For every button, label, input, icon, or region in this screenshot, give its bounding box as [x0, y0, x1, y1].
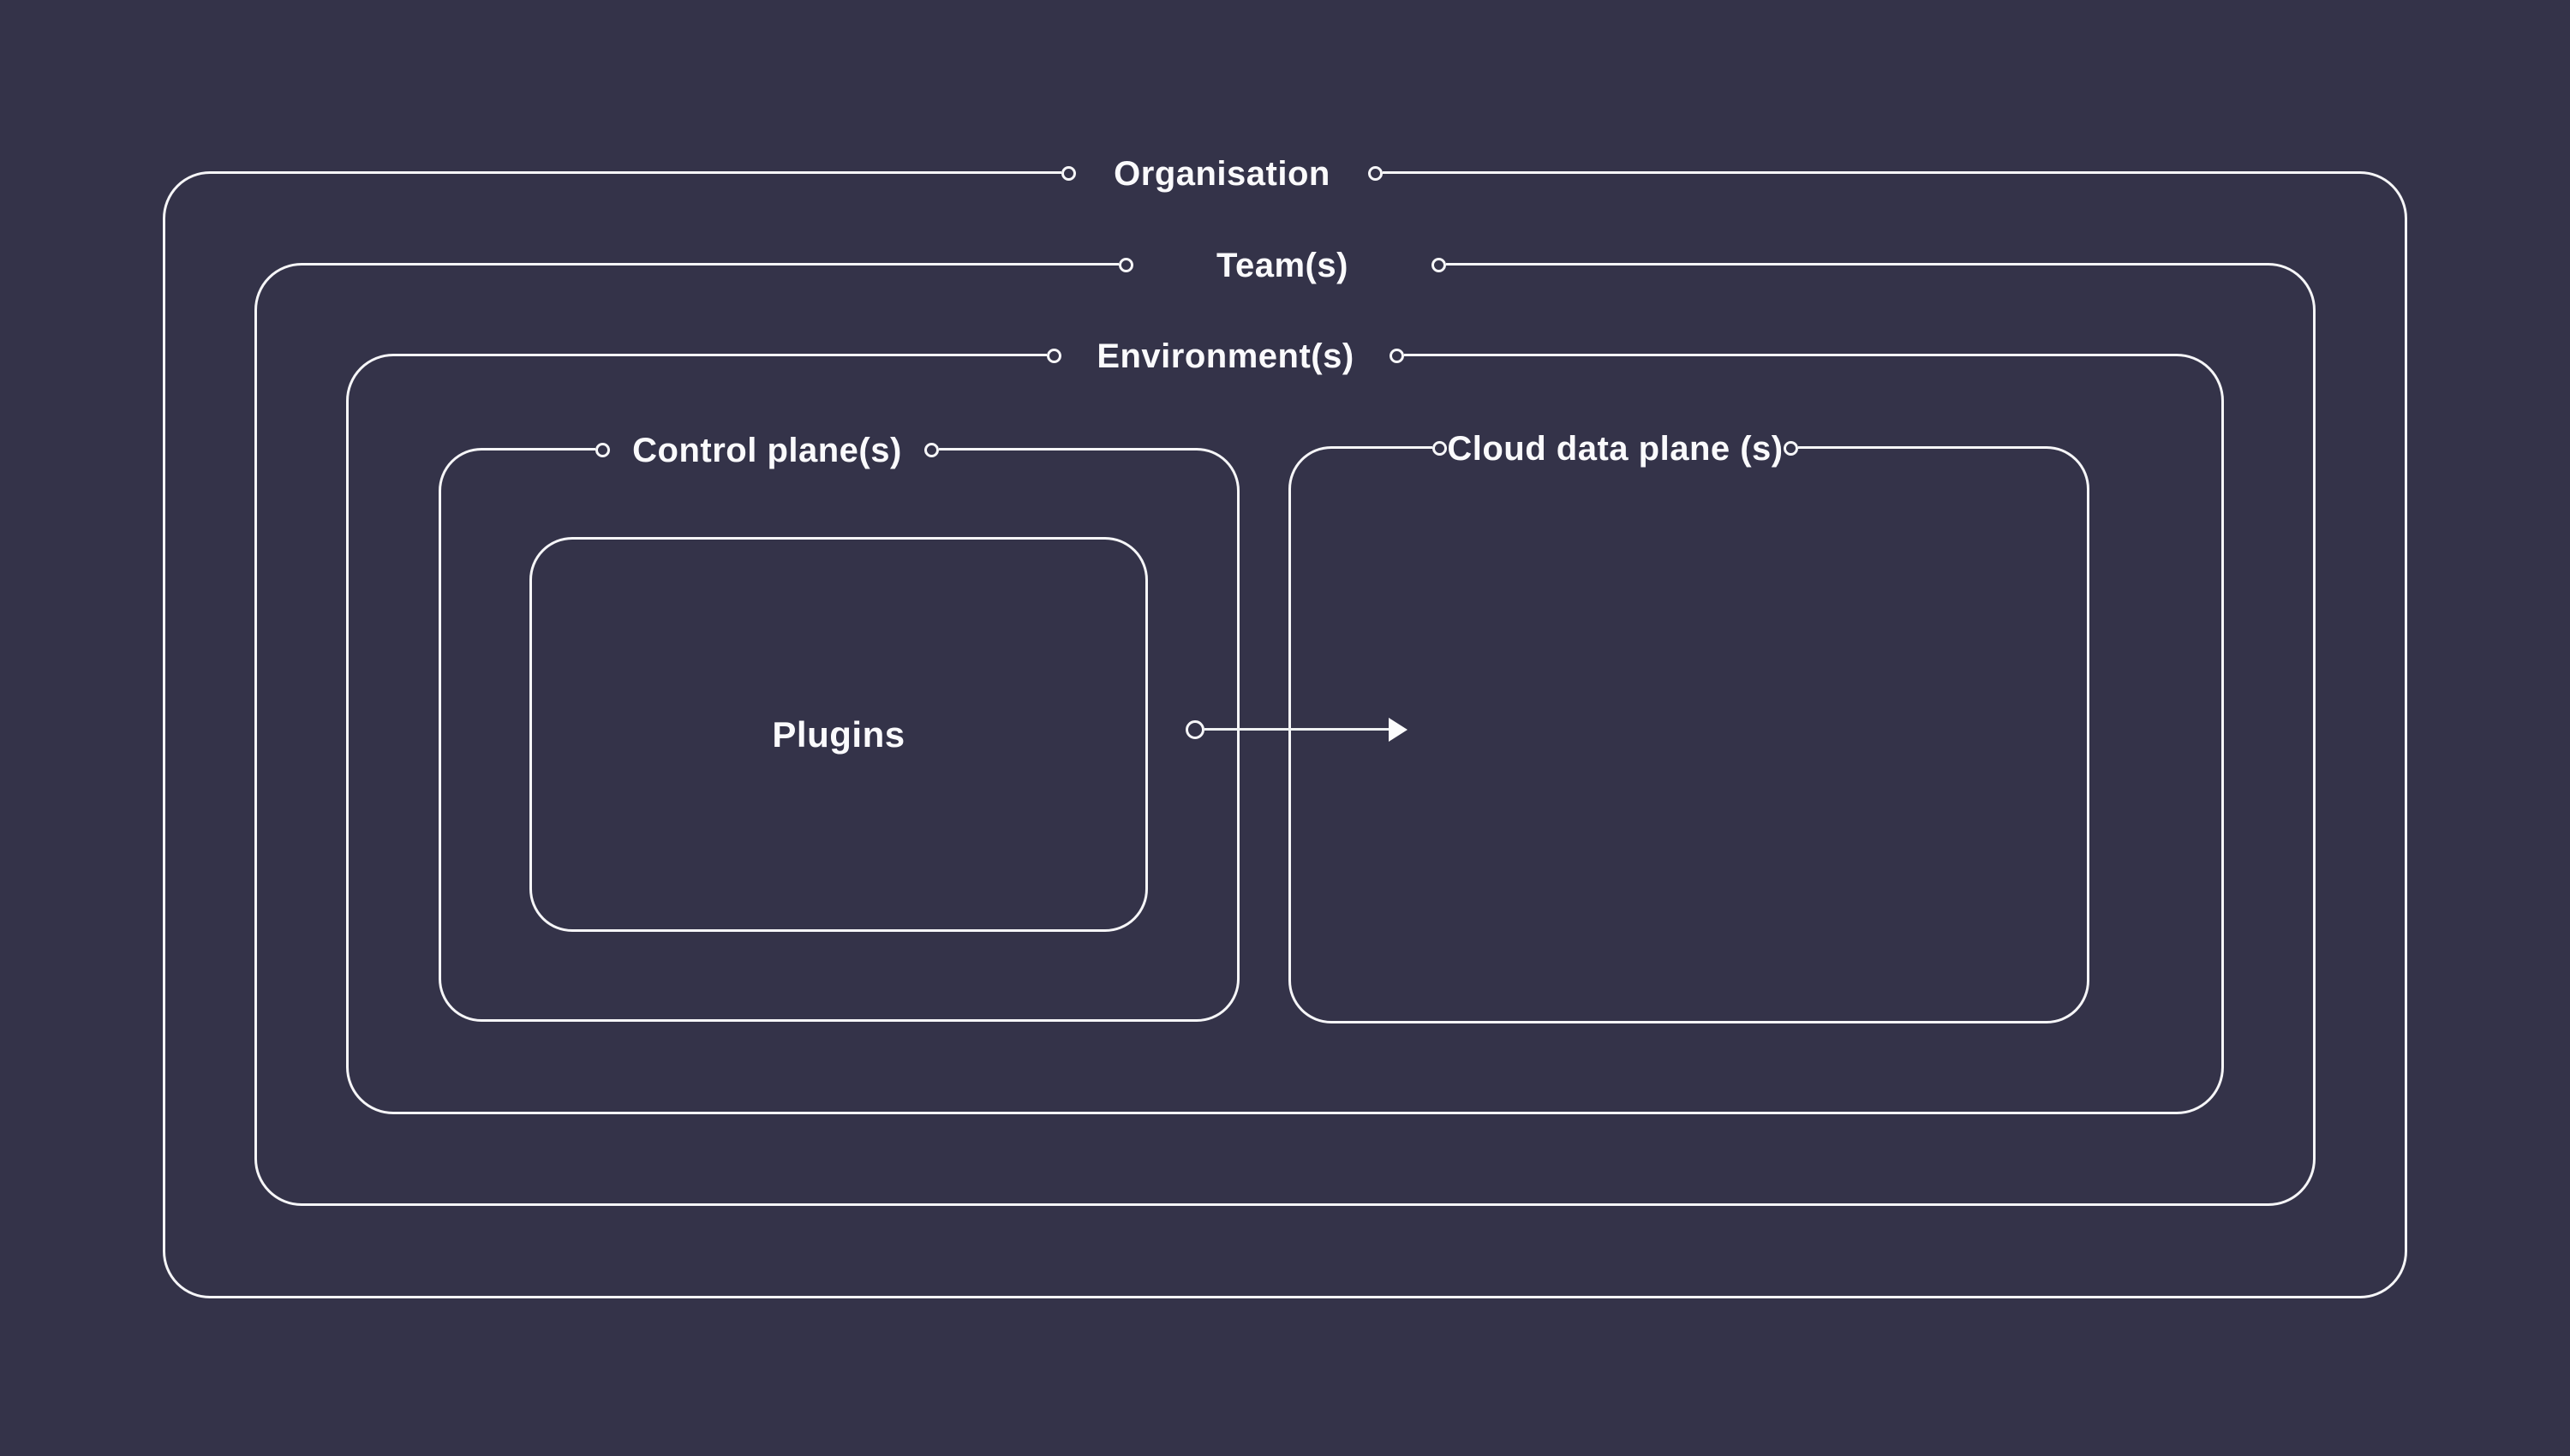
connector-dot-icon [1047, 349, 1061, 363]
cloud-data-plane-label-group: Cloud data plane (s) [1432, 423, 1798, 474]
cloud-data-plane-label: Cloud data plane (s) [1447, 430, 1784, 468]
control-plane-label: Control plane(s) [632, 432, 902, 469]
arrow-start-dot-icon [1186, 720, 1204, 739]
connector-dot-icon [1061, 166, 1076, 181]
plugins-label: Plugins [772, 713, 905, 755]
arrow-line [1204, 728, 1390, 731]
connector-dot-icon [595, 443, 610, 457]
connector-dot-icon [1368, 166, 1383, 181]
team-box: Team(s) Environment(s) Control plane(s) [254, 240, 2316, 1206]
control-plane-label-group: Control plane(s) [595, 425, 939, 476]
cloud-data-plane-box: Cloud data plane (s) [1288, 423, 2089, 1023]
arrow-head-icon [1389, 718, 1408, 742]
connector-dot-icon [924, 443, 939, 457]
control-plane-box: Control plane(s) Plugins [439, 425, 1240, 1022]
connector-dot-icon [1390, 349, 1404, 363]
connector-dot-icon [1784, 441, 1798, 456]
organisation-label: Organisation [1114, 155, 1330, 193]
environment-label-group: Environment(s) [1047, 331, 1404, 382]
team-label: Team(s) [1216, 247, 1348, 284]
connector-dot-icon [1431, 258, 1446, 272]
team-label-group: Team(s) [1119, 240, 1446, 291]
environment-box: Environment(s) Control plane(s) Plugins [346, 331, 2224, 1114]
connector-dot-icon [1119, 258, 1133, 272]
connector-dot-icon [1432, 441, 1447, 456]
organisation-label-group: Organisation [1061, 148, 1383, 200]
plugins-box: Plugins [529, 537, 1148, 932]
organisation-box: Organisation Team(s) Environment(s) Co [163, 148, 2407, 1298]
environment-label: Environment(s) [1097, 337, 1354, 375]
